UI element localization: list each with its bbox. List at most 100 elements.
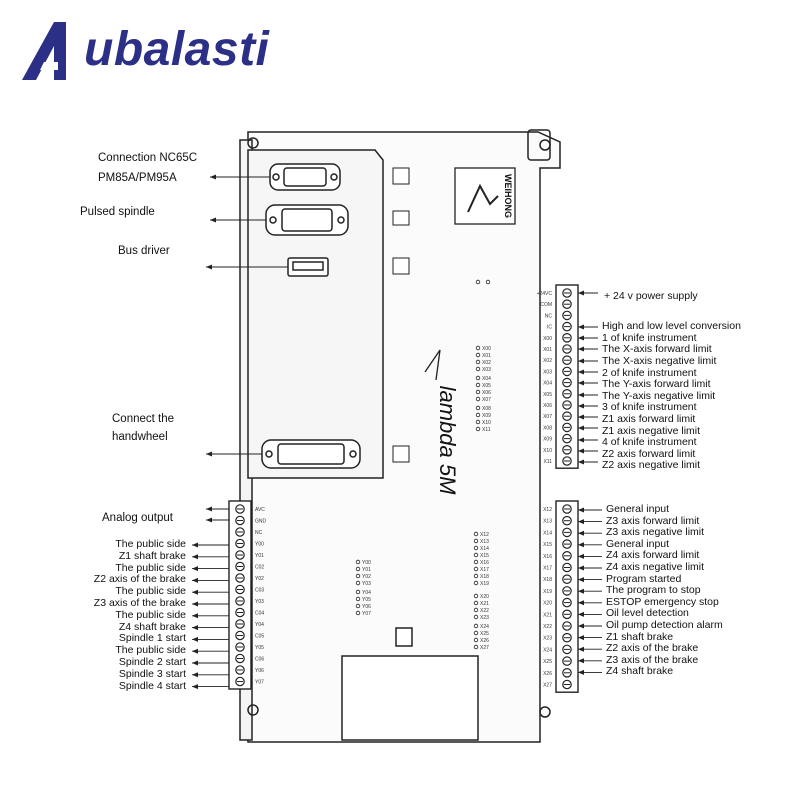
label-input-top-0: + 24 v power supply [604, 290, 698, 302]
terminal-code: +24VC [537, 291, 553, 297]
terminal-code: X02 [543, 358, 552, 364]
led-label: X27 [480, 645, 489, 651]
logo: ubalasti [14, 18, 274, 88]
label-input-top-4: The X-axis negative limit [602, 355, 717, 367]
led-indicator [475, 405, 481, 411]
led-label: X06 [482, 390, 491, 396]
terminal-code: X21 [543, 612, 552, 618]
terminal-code: NC [545, 313, 553, 319]
led-indicator [473, 630, 479, 636]
brand-box [454, 167, 516, 225]
label-output-8: Spindle 1 start [118, 632, 186, 645]
label-input-bottom-6: Program started [606, 572, 682, 585]
led-label: X14 [480, 546, 489, 552]
label-input-bottom-12: Z2 axis of the brake [606, 642, 699, 655]
input-terminal-housing [555, 500, 579, 693]
led-indicator [473, 623, 479, 629]
terminal-code: X23 [543, 636, 552, 642]
terminal-code: Y07 [255, 680, 264, 686]
status-led [485, 279, 491, 285]
label-pm85a-pm95a: PM85A/PM95A [98, 172, 177, 184]
led-label: X00 [482, 346, 491, 352]
label-input-bottom-9: Oil level detection [606, 607, 689, 620]
label-output-1: Z1 shaft brake [118, 549, 186, 562]
terminal-code: X19 [543, 589, 552, 595]
led-indicator [355, 589, 361, 595]
label-output-6: The public side [115, 608, 186, 621]
label-input-bottom-1: Z3 axis forward limit [606, 514, 700, 527]
led-indicator [475, 389, 481, 395]
bus-connector [287, 257, 329, 277]
led-label: X21 [480, 601, 489, 607]
led-label: X17 [480, 567, 489, 573]
terminal-code: X03 [543, 369, 552, 375]
brand-text: WEIHONG [503, 174, 513, 218]
label-output-3: Z2 axis of the brake [93, 573, 186, 586]
terminal-code: X15 [543, 542, 552, 548]
led-label: X03 [482, 367, 491, 373]
led-label: Y00 [362, 560, 371, 566]
label-input-top-2: 1 of knife instrument [602, 332, 697, 344]
led-indicator [475, 419, 481, 425]
output-terminal-housing [228, 500, 252, 690]
led-indicator [473, 559, 479, 565]
terminal-code: X13 [543, 519, 552, 525]
terminal-block-outputs: AVCGNDNCY00Y01C02Y02C03Y03C04Y04C05Y05C0… [228, 500, 267, 690]
terminal-code: C06 [255, 657, 264, 663]
label-input-top-13: Z2 axis negative limit [602, 459, 701, 471]
terminal-code: X16 [543, 554, 552, 560]
terminal-block-inputs-top: +24VCCOMNCICX00X01X02X03X04X05X06X07X08X… [537, 284, 579, 469]
terminal-code: X14 [543, 530, 552, 536]
label-analog-output: Analog output [102, 512, 173, 524]
input-terminal-housing [555, 284, 579, 469]
terminal-code: X18 [543, 577, 552, 583]
terminal-code: X10 [543, 448, 552, 454]
led-indicator [473, 566, 479, 572]
connector-panel [247, 149, 384, 479]
terminal-code: X27 [543, 683, 552, 689]
led-indicator [475, 426, 481, 432]
db25-connector [261, 439, 361, 469]
terminal-code: IC [547, 325, 552, 331]
terminal-code: X26 [543, 671, 552, 677]
label-input-bottom-14: Z4 shaft brake [606, 665, 674, 678]
label-input-bottom-13: Z3 axis of the brake [606, 653, 699, 666]
terminal-code: NC [255, 530, 263, 536]
terminal-code: X07 [543, 414, 552, 420]
label-input-bottom-5: Z4 axis negative limit [606, 561, 705, 573]
terminal-code: X11 [543, 459, 552, 465]
led-label: X04 [482, 376, 491, 382]
led-label: X24 [480, 624, 489, 630]
label-handwheel: handwheel [112, 431, 168, 443]
label-output-9: The public side [115, 644, 186, 657]
label-input-bottom-7: The program to stop [606, 584, 701, 597]
terminal-code: Y04 [255, 622, 264, 628]
label-output-0: The public side [115, 538, 186, 550]
terminal-code: X20 [543, 601, 552, 607]
label-input-bottom-2: Z3 axis negative limit [606, 526, 705, 539]
led-indicator [473, 614, 479, 620]
led-indicator [475, 375, 481, 381]
label-output-7: Z4 shaft brake [118, 620, 186, 633]
led-label: X22 [480, 608, 489, 614]
led-label: X25 [480, 631, 489, 637]
led-indicator [475, 345, 481, 351]
terminal-code: Y06 [255, 668, 264, 674]
led-label: Y01 [362, 567, 371, 573]
led-indicator [355, 559, 361, 565]
led-label: X18 [480, 574, 489, 580]
label-input-bottom-0: General input [606, 503, 670, 515]
terminal-code: Y00 [255, 542, 264, 548]
terminal-code: X17 [543, 566, 552, 572]
label-output-11: Spindle 3 start [118, 667, 186, 680]
led-indicator [473, 593, 479, 599]
led-indicator [475, 412, 481, 418]
db9-connector [269, 163, 341, 191]
terminal-code: C05 [255, 634, 264, 640]
terminal-code: C02 [255, 565, 264, 571]
led-indicator [473, 573, 479, 579]
port-icon [392, 445, 410, 463]
led-label: Y06 [362, 604, 371, 610]
port-icon [392, 167, 410, 185]
